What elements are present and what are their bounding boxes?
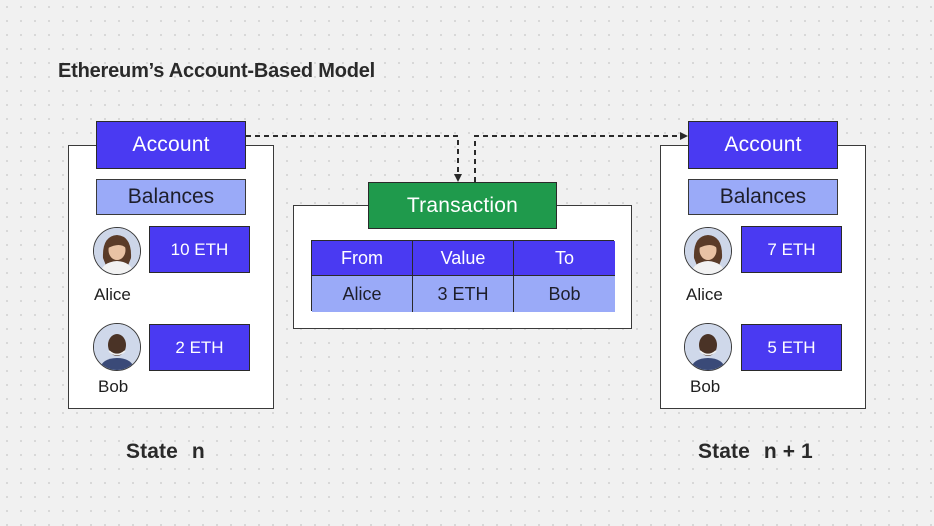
- right-account-header: Account: [688, 121, 838, 169]
- right-alice-balance: 7 ETH: [741, 226, 842, 273]
- transaction-header: Transaction: [368, 182, 557, 229]
- transaction-table: From Value To Alice 3 ETH Bob: [311, 240, 615, 312]
- right-state-word: State: [698, 440, 750, 463]
- table-header-to: To: [514, 241, 615, 276]
- left-state-suffix: n: [191, 440, 205, 463]
- left-bob-balance: 2 ETH: [149, 324, 250, 371]
- left-alice-name: Alice: [94, 285, 131, 304]
- right-state-label: State n + 1: [698, 440, 813, 464]
- arrow-transaction-to-account: [474, 132, 688, 182]
- alice-avatar-icon: [684, 227, 732, 275]
- left-balances-label: Balances: [96, 179, 246, 215]
- left-state-word: State: [126, 440, 178, 463]
- right-bob-name: Bob: [690, 377, 721, 396]
- bob-avatar-icon: [684, 323, 732, 371]
- right-bob-balance: 5 ETH: [741, 324, 842, 371]
- left-alice-balance: 10 ETH: [149, 226, 250, 273]
- right-alice-name: Alice: [686, 285, 723, 304]
- right-balances-label: Balances: [688, 179, 838, 215]
- arrow-account-to-transaction: [246, 135, 462, 182]
- alice-avatar-icon: [93, 227, 141, 275]
- right-state-suffix: n + 1: [763, 440, 813, 463]
- bob-avatar-icon: [93, 323, 141, 371]
- table-cell-from: Alice: [312, 276, 413, 312]
- table-header-from: From: [312, 241, 413, 276]
- left-bob-name: Bob: [98, 377, 129, 396]
- left-account-header: Account: [96, 121, 246, 169]
- page-title: Ethereum’s Account-Based Model: [58, 60, 376, 82]
- table-header-value: Value: [413, 241, 514, 276]
- table-cell-to: Bob: [514, 276, 615, 312]
- table-cell-value: 3 ETH: [413, 276, 514, 312]
